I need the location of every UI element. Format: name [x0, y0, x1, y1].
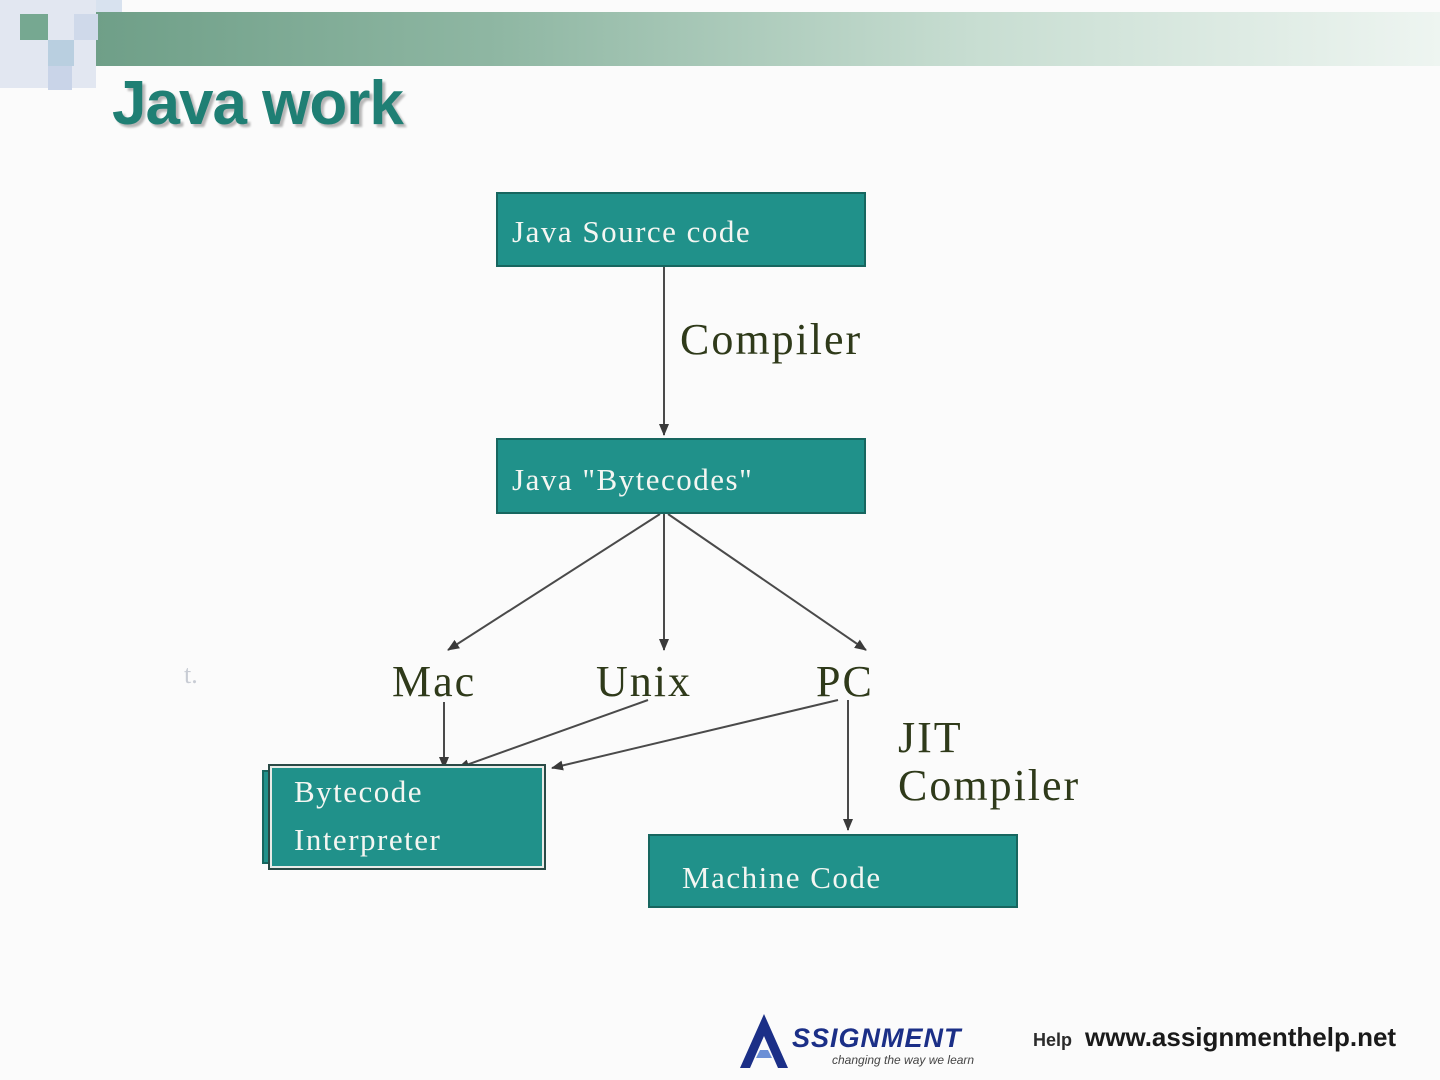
- platform-unix: Unix: [596, 657, 692, 706]
- edge-label-jit-line2: Compiler: [898, 761, 1081, 810]
- node-label-line1: Bytecode: [294, 774, 424, 809]
- logo-help-text: Help: [1033, 1030, 1073, 1050]
- node-java-source-code: Java Source code: [496, 192, 866, 267]
- edge-label-jit-line1: JIT: [898, 713, 963, 762]
- arrow-bytecodes-to-mac: [447, 513, 661, 651]
- decor-square: [48, 66, 72, 90]
- arrow-unix-to-interpreter: [457, 699, 649, 770]
- decor-square: [74, 14, 98, 40]
- node-label: Machine Code: [682, 860, 882, 895]
- arrow-bytecodes-to-pc: [667, 513, 867, 651]
- header-bar: [96, 12, 1440, 66]
- node-label-line2: Interpreter: [294, 822, 442, 857]
- node-java-bytecodes: Java "Bytecodes": [496, 438, 866, 514]
- node-bytecode-interpreter: Bytecode Interpreter: [268, 764, 546, 870]
- decor-square: [20, 14, 48, 40]
- node-label: Java Source code: [512, 214, 752, 249]
- decor-square: [96, 0, 122, 14]
- slide-title: Java work: [112, 69, 404, 138]
- platform-pc: PC: [816, 657, 874, 706]
- decor-square: [48, 40, 74, 66]
- logo-wordmark: SSIGNMENT: [792, 1023, 962, 1053]
- assignment-help-logo-icon: [740, 1014, 788, 1068]
- website-link[interactable]: www.assignmenthelp.net: [1085, 1022, 1397, 1052]
- arrow-pc-to-interpreter: [551, 699, 839, 771]
- platform-mac: Mac: [392, 657, 477, 706]
- node-label: Java "Bytecodes": [512, 462, 754, 497]
- edge-label-compiler: Compiler: [680, 315, 863, 364]
- stray-mark: t.: [184, 660, 198, 689]
- logo-tagline: changing the way we learn: [832, 1053, 975, 1067]
- node-machine-code: Machine Code: [648, 834, 1018, 908]
